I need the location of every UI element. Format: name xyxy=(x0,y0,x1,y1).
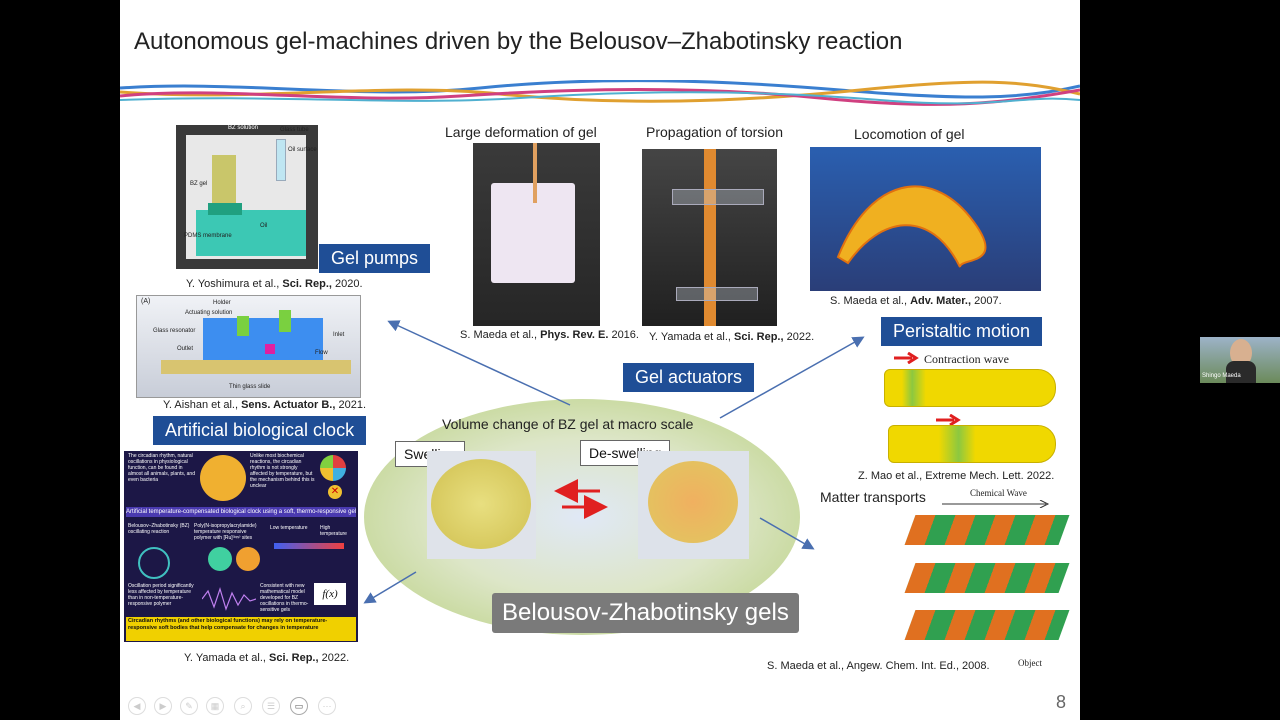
gel-actuators-label: Gel actuators xyxy=(623,363,755,392)
red-arrow-icon-2 xyxy=(936,414,961,426)
outlet-label: Outlet xyxy=(177,346,194,352)
flow-label: Flow xyxy=(315,350,328,356)
citation-yoshimura: Y. Yoshimura et al., Sci. Rep., 2020. xyxy=(186,278,363,290)
more-options-icon[interactable]: ⋯ xyxy=(318,697,336,715)
oil-surface-label: Oil surface xyxy=(288,147,317,153)
poster-bz-reaction: Belousov–Zhabotinsky (BZ) oscillating re… xyxy=(128,523,190,535)
pen-icon[interactable]: ✎ xyxy=(180,697,198,715)
tube-top xyxy=(884,369,1056,407)
poster-low-temp: Low temperature xyxy=(270,525,308,531)
tube-bottom xyxy=(888,425,1056,463)
wave-icon xyxy=(202,587,256,611)
inlet-label: Inlet xyxy=(333,332,345,338)
chemical-wave-label: Chemical Wave xyxy=(970,488,1027,498)
object-label: Object xyxy=(1018,658,1042,668)
matter-transports-label: Matter transports xyxy=(820,489,926,505)
connector-arrows xyxy=(363,320,865,604)
citation-maeda-pre: S. Maeda et al., Phys. Rev. E. 2016. xyxy=(460,329,639,341)
actuating-label: Actuating solution xyxy=(185,310,233,316)
wave-strip-2 xyxy=(904,563,1070,593)
slides-grid-icon[interactable]: ▦ xyxy=(206,697,224,715)
page-number: 8 xyxy=(1056,692,1067,712)
citation-maeda-adv: S. Maeda et al., Adv. Mater., 2007. xyxy=(830,295,1002,307)
torsion-photo xyxy=(642,149,777,326)
subtitles-icon[interactable]: ☰ xyxy=(262,697,280,715)
temperature-bar xyxy=(274,543,344,549)
wave-strip-1 xyxy=(904,515,1070,545)
avatar xyxy=(1230,339,1252,367)
bz-solution-label: BZ solution xyxy=(228,125,259,131)
glass-resonator-label: Glass resonator xyxy=(153,328,196,334)
poster-oscillation: Oscillation period significantly less af… xyxy=(128,583,194,607)
camera-icon[interactable]: ▭ xyxy=(290,697,308,715)
molecule-icon-a xyxy=(208,547,232,571)
deswelling-photo xyxy=(638,451,749,559)
citation-yamada-clock: Y. Yamada et al., Sci. Rep., 2022. xyxy=(184,652,350,664)
slide-title: Autonomous gel-machines driven by the Be… xyxy=(134,28,903,55)
gel-pump-diagram: BZ solution Glass tube Oil surface BZ ge… xyxy=(176,125,318,269)
poster-model: Consistent with new mathematical model d… xyxy=(260,583,309,613)
slide: Autonomous gel-machines driven by the Be… xyxy=(120,0,1080,720)
large-deformation-label: Large deformation of gel xyxy=(445,124,597,140)
citation-mao: Z. Mao et al., Extreme Mech. Lett. 2022. xyxy=(858,470,1055,482)
glass-tube-label: Glass tube xyxy=(280,127,309,133)
sun-head-icon xyxy=(200,455,246,501)
poster-banner: Artificial temperature-compensated biolo… xyxy=(126,507,356,517)
sensor-actuator-diagram: (A) Holder Actuating solution Glass reso… xyxy=(136,295,361,398)
poster-polymer: Poly(N-isopropylacrylamide) temperature … xyxy=(194,523,257,541)
zoom-icon[interactable]: ⌕ xyxy=(234,697,252,715)
poster-high-temp: High temperature xyxy=(320,525,347,537)
next-slide-button[interactable]: ▶ xyxy=(154,697,172,715)
sensor-tag: (A) xyxy=(141,298,151,305)
large-deformation-photo xyxy=(473,143,600,326)
poster-footer: Circadian rhythms (and other biological … xyxy=(126,617,356,641)
citation-yamada-torsion: Y. Yamada et al., Sci. Rep., 2022. xyxy=(649,331,815,343)
oil-label: Oil xyxy=(260,223,268,229)
cycle-icon xyxy=(138,547,170,579)
locomotion-label: Locomotion of gel xyxy=(854,126,965,142)
bz-gels-label: Belousov-Zhabotinsky gels xyxy=(492,593,799,633)
thin-glass-label: Thin glass slide xyxy=(229,384,271,390)
contraction-wave-label: Contraction wave xyxy=(924,352,1009,366)
poster-text-biochem: Unlike most biochemical reactions, the c… xyxy=(250,453,315,489)
volume-change-label: Volume change of BZ gel at macro scale xyxy=(442,416,694,432)
artificial-clock-label: Artificial biological clock xyxy=(153,416,367,445)
wave-strip-3 xyxy=(904,610,1070,640)
locomotion-photo xyxy=(810,147,1041,291)
decorative-ribbon xyxy=(120,80,1080,106)
webcam-thumbnail: Shingo Maeda xyxy=(1200,337,1280,383)
swelling-photo xyxy=(427,451,536,559)
bz-gel-label: BZ gel xyxy=(190,181,208,187)
pie-icon xyxy=(320,455,346,481)
peristaltic-motion-label: Peristaltic motion xyxy=(881,317,1043,346)
pdms-label: PDMS membrane xyxy=(184,233,232,239)
fx-icon: f(x) xyxy=(314,583,346,605)
torsion-label: Propagation of torsion xyxy=(646,124,783,140)
poster-text-circadian: The circadian rhythm, natural oscillatio… xyxy=(128,453,195,483)
holder-label: Holder xyxy=(213,300,231,306)
prev-slide-button[interactable]: ◀ xyxy=(128,697,146,715)
citation-maeda-angew: S. Maeda et al., Angew. Chem. Int. Ed., … xyxy=(767,660,990,672)
citation-aishan: Y. Aishan et al., Sens. Actuator B., 202… xyxy=(163,399,367,411)
gel-pumps-label: Gel pumps xyxy=(319,244,431,273)
clock-poster: The circadian rhythm, natural oscillatio… xyxy=(124,451,358,642)
cross-icon: ✕ xyxy=(328,485,342,499)
molecule-icon-b xyxy=(236,547,260,571)
chemical-wave-arrow xyxy=(942,500,1050,508)
red-arrow-icon xyxy=(894,352,919,364)
participant-name: Shingo Maeda xyxy=(1202,373,1241,379)
